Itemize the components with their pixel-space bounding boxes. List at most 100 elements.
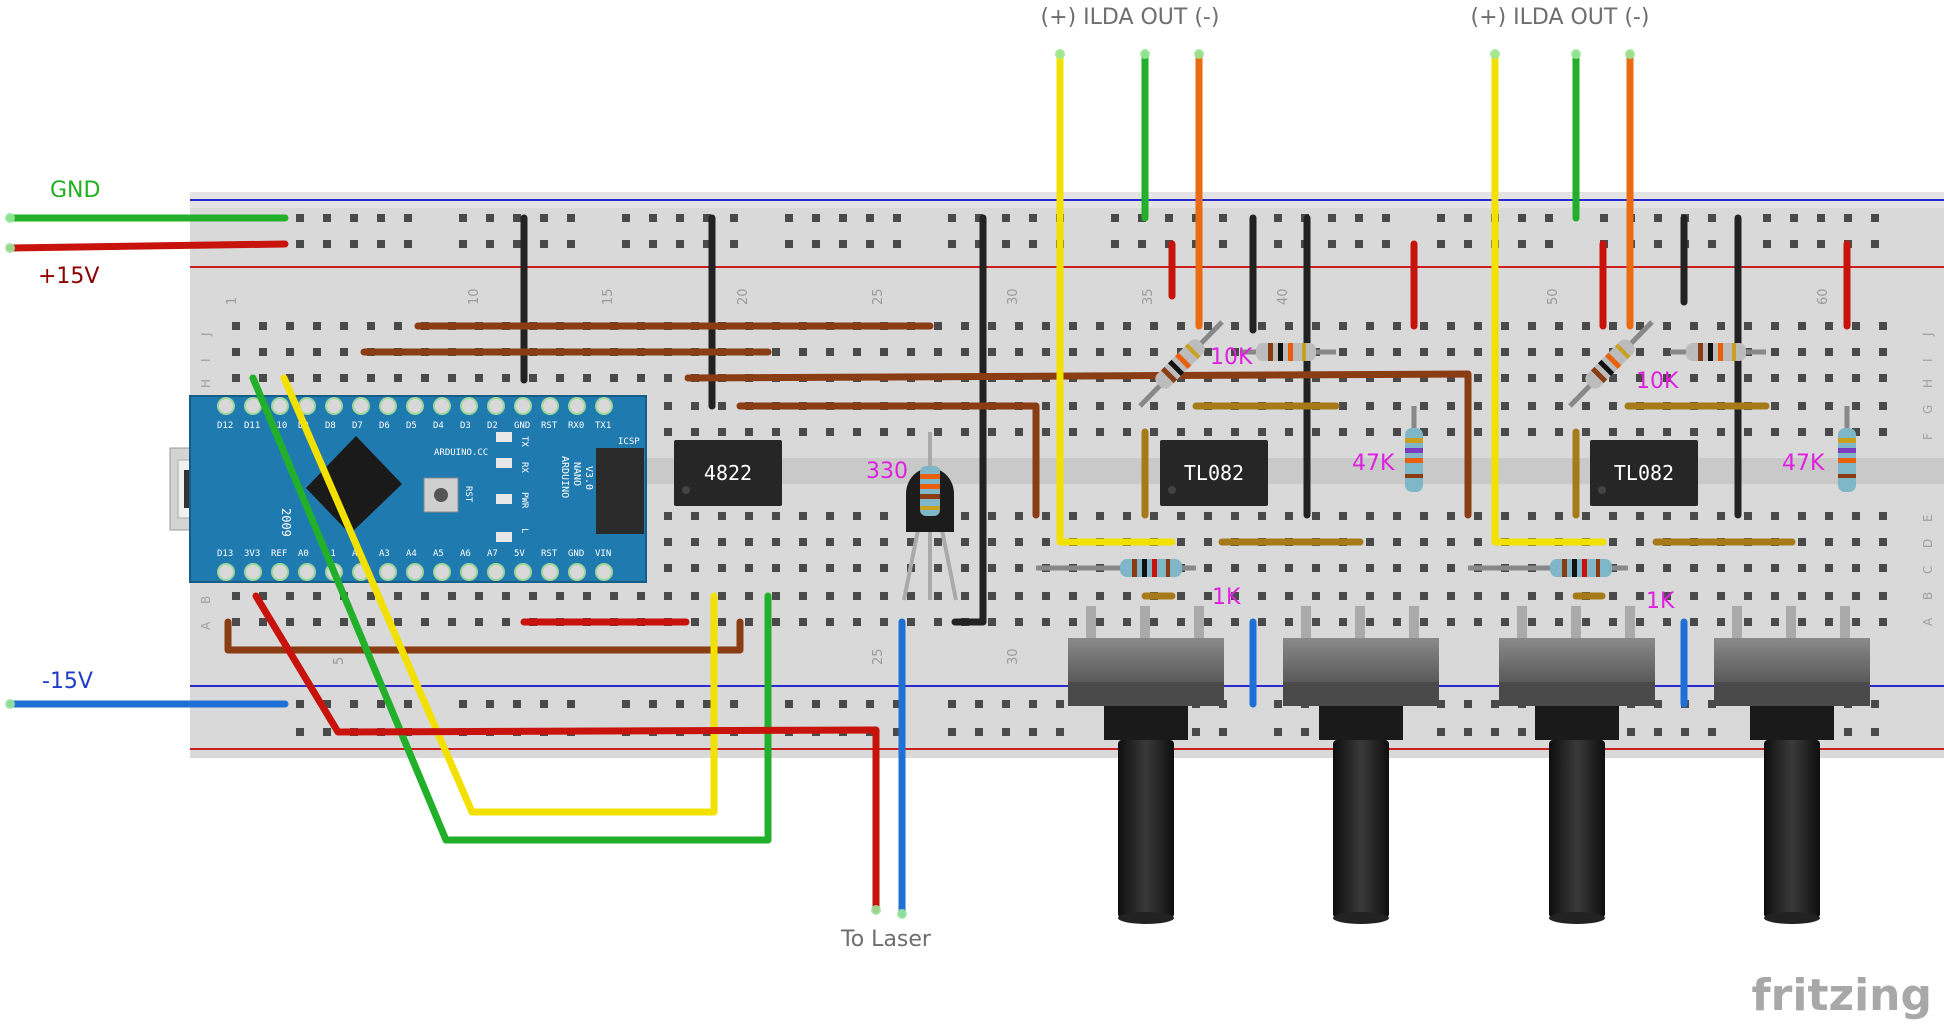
brown-wire — [224, 618, 744, 654]
fritzing-logo: fritzing — [1752, 970, 1932, 1021]
wires-top — [249, 50, 1634, 918]
col-num: 25 — [871, 648, 886, 665]
opamp-right: TL082 — [1590, 440, 1698, 506]
row-letter: D — [1921, 539, 1935, 548]
column-numbers: 1 10 15 20 25 30 35 40 50 60 5 25 30 — [225, 288, 1831, 665]
row-letter: I — [1921, 358, 1935, 362]
row-letter: F — [1921, 433, 1935, 440]
pin-label: D4 — [433, 421, 444, 431]
row-letter: A — [1921, 617, 1935, 626]
pin-label: D7 — [352, 421, 363, 431]
col-num: 10 — [467, 288, 482, 305]
potentiometer — [1499, 606, 1655, 924]
row-letter: E — [1921, 514, 1935, 522]
resistor-47k-right-label: 47K — [1782, 451, 1825, 476]
led-label: RX — [519, 462, 529, 473]
wires — [224, 214, 1851, 708]
dac-chip-label: 4822 — [704, 461, 752, 485]
pos15-wire — [6, 240, 289, 252]
pin-label: A1 — [325, 549, 336, 559]
pin-label: A7 — [487, 549, 498, 559]
green-wire — [249, 374, 772, 844]
pin-label: A3 — [379, 549, 390, 559]
led-label: L — [519, 528, 529, 533]
potentiometer — [1068, 606, 1224, 924]
led-label: TX — [519, 436, 529, 447]
transistor — [902, 432, 958, 601]
potentiometers — [1068, 606, 1870, 924]
board-name: NANO — [571, 462, 582, 486]
led-label: PWR — [519, 492, 529, 509]
row-letter: J — [199, 332, 213, 337]
resistor-47k-left-label: 47K — [1352, 451, 1395, 476]
pin-label: A4 — [406, 549, 417, 559]
dac-chip: 4822 — [674, 440, 782, 506]
year-label: 2009 — [279, 508, 293, 537]
opamp-left: TL082 — [1160, 440, 1268, 506]
col-num: 60 — [1816, 288, 1831, 305]
pin-label: D5 — [406, 421, 417, 431]
brown-wire — [684, 370, 1472, 519]
col-num: 5 — [332, 657, 347, 665]
pin-label: TX1 — [595, 421, 611, 431]
red-wire — [252, 592, 880, 914]
row-letter: H — [1921, 379, 1935, 388]
pin-label: GND — [568, 549, 584, 559]
pin-label: A0 — [298, 549, 309, 559]
row-letter: I — [199, 358, 213, 362]
row-letter: B — [1921, 592, 1935, 600]
pin-label: D13 — [217, 549, 233, 559]
power-wires — [6, 214, 289, 708]
resistor-10k-right-label: 10K — [1636, 369, 1679, 394]
yellow-wire — [280, 374, 718, 816]
pos15-label: +15V — [38, 264, 99, 289]
pin-label: 5V — [514, 549, 525, 559]
opamp-label: TL082 — [1614, 461, 1674, 485]
resistor-10k-left-label: 10K — [1210, 345, 1253, 370]
row-letter: C — [1921, 566, 1935, 574]
col-num: 30 — [1006, 288, 1021, 305]
resistors — [1036, 320, 1856, 577]
row-letter: A — [199, 621, 213, 630]
black-wire — [951, 214, 987, 626]
row-letter: G — [1921, 405, 1935, 414]
wire-ends — [5, 49, 1635, 919]
ilda-out-right-label: (+) ILDA OUT (-) — [1471, 5, 1650, 30]
arduino-pins — [217, 397, 613, 581]
potentiometer — [1283, 606, 1439, 924]
rst-label: RST — [463, 486, 473, 503]
potentiometer — [1714, 606, 1870, 924]
row-letter: H — [199, 379, 213, 388]
resistor-330-label: 330 — [866, 459, 908, 484]
pin-label: REF — [271, 549, 287, 559]
icsp-label: ICSP — [618, 437, 640, 447]
pin-label: GND — [514, 421, 530, 431]
labels: GND +15V -15V (+) ILDA OUT (-) (+) ILDA … — [38, 5, 1932, 1021]
pin-label: A5 — [433, 549, 444, 559]
board-name: ARDUINO — [559, 456, 570, 498]
pin-label: RST — [541, 549, 558, 559]
col-num: 40 — [1276, 288, 1291, 305]
row-letter: J — [1921, 332, 1935, 337]
pin-label: D8 — [325, 421, 336, 431]
col-num: 50 — [1546, 288, 1561, 305]
pin-label: D11 — [244, 421, 260, 431]
pin-label: A6 — [460, 549, 471, 559]
pin-label: D12 — [217, 421, 233, 431]
pin-label: RST — [541, 421, 558, 431]
yellow-wire — [1491, 50, 1607, 546]
ilda-out-left-label: (+) ILDA OUT (-) — [1041, 5, 1220, 30]
pin-label: D10 — [271, 421, 287, 431]
pin-label: D2 — [487, 421, 498, 431]
pin-label: VIN — [595, 549, 611, 559]
neg15-label: -15V — [42, 669, 93, 694]
col-num: 1 — [225, 297, 240, 305]
arduino-nano: D12 D11 D10 D9 D8 D7 D6 D5 D4 D3 D2 GND … — [169, 395, 647, 583]
col-num: 30 — [1006, 648, 1021, 665]
brown-wire — [736, 402, 1040, 519]
pin-label: 3V3 — [244, 549, 260, 559]
yellow-wire — [1056, 50, 1176, 546]
row-letters: J I H B A J I H G F E D C B A — [199, 332, 1935, 630]
pin-label: D6 — [379, 421, 390, 431]
